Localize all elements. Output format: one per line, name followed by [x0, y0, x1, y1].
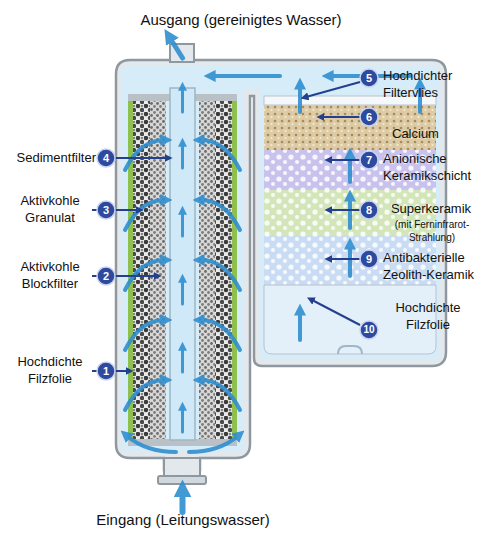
flow-arrow — [348, 246, 352, 276]
leader-arrow — [330, 209, 360, 211]
callout-number: 1 — [96, 361, 116, 381]
leader-arrow — [330, 258, 360, 260]
felt-layer — [232, 100, 237, 440]
callout-number: 9 — [359, 249, 379, 269]
callout-number: 7 — [359, 150, 379, 170]
flow-arrow — [298, 312, 302, 340]
carbon-block — [199, 100, 215, 440]
flow-arrow — [125, 200, 164, 230]
callout-number: 7 — [359, 150, 379, 170]
leader-arrow — [330, 159, 360, 161]
drain-cap — [338, 346, 362, 354]
flow-arrow — [348, 198, 352, 228]
part-label: Hochdichte Filzfolie — [8, 354, 92, 388]
water-space — [122, 88, 244, 452]
callout-circle — [360, 151, 378, 169]
callout-number: 2 — [96, 266, 116, 286]
callout-number: 10 — [359, 320, 379, 340]
outlet-label: Ausgang (gereinigtes Wasser) — [96, 10, 386, 30]
flow-arrow — [201, 320, 240, 350]
leader-arrows — [92, 82, 360, 371]
leader-arrow — [306, 82, 360, 97]
flow-arrow — [201, 260, 240, 290]
callout-circle — [360, 321, 378, 339]
callout-number: 3 — [96, 200, 116, 220]
flow-arrow — [181, 88, 184, 112]
flow-arrow — [201, 140, 240, 170]
callout-circle — [360, 108, 378, 126]
callout-number: 6 — [359, 107, 379, 127]
part-label: Superkeramik — [381, 201, 481, 218]
part-label: Antibakterielle Zeolith-Keramik — [383, 250, 481, 284]
flow-arrow — [170, 38, 183, 58]
part-label: Aktivkohle Blockfilter — [8, 259, 92, 293]
flow-arrow — [125, 140, 164, 170]
callout-number: 2 — [96, 266, 116, 286]
callout-number: 10 — [359, 320, 379, 340]
flow-arrow — [181, 280, 184, 304]
leader-arrow — [312, 300, 360, 325]
callout-circle — [360, 201, 378, 219]
flow-arrow — [125, 380, 164, 410]
flow-arrows — [125, 38, 420, 512]
flow-arrow — [201, 200, 240, 230]
callout-number: 5 — [359, 68, 379, 88]
part-label: Hochdichter Filtervlies — [383, 68, 481, 102]
callout-number: 9 — [359, 249, 379, 269]
part-label: Sedimentfilter — [0, 150, 96, 167]
inlet-label: Eingang (Leitungswasser) — [70, 510, 296, 530]
felt-layer — [128, 100, 133, 440]
callout-number: 8 — [359, 200, 379, 220]
callout-circle — [360, 69, 378, 87]
part-note: (mit Ferninfrarot-Strahlung) — [386, 218, 478, 244]
callout-number: 4 — [96, 148, 116, 168]
part-label: Aktivkohle Granulat — [8, 193, 92, 227]
carbon-block — [150, 100, 166, 440]
flow-arrow — [181, 408, 184, 432]
flow-arrow — [212, 74, 280, 78]
flow-arrow — [298, 86, 302, 112]
callout-number: 1 — [96, 361, 116, 381]
callout-circle — [97, 267, 115, 285]
flow-arrow — [181, 144, 184, 168]
callout-number: 8 — [359, 200, 379, 220]
flow-arrow — [180, 492, 186, 512]
part-label: Calcium — [392, 126, 472, 143]
flow-arrow — [181, 348, 184, 372]
flow-arrow — [201, 380, 240, 410]
flow-arrow — [181, 212, 184, 236]
part-label: Hochdichte Filzfolie — [386, 300, 470, 334]
flow-arrow — [125, 320, 164, 350]
callout-circle — [97, 362, 115, 380]
flow-arrow — [189, 436, 238, 452]
callout-number: 3 — [96, 200, 116, 220]
flow-arrow — [127, 436, 176, 452]
callout-number: 6 — [359, 107, 379, 127]
leader-arrow — [322, 116, 360, 118]
callout-circle — [97, 201, 115, 219]
center-tube — [170, 88, 195, 440]
callout-circle — [360, 250, 378, 268]
inlet-flange — [158, 476, 206, 484]
part-label: Anionische Keramikschicht — [383, 151, 481, 185]
callout-number: 5 — [359, 68, 379, 88]
callout-circle — [97, 149, 115, 167]
callout-number: 4 — [96, 148, 116, 168]
